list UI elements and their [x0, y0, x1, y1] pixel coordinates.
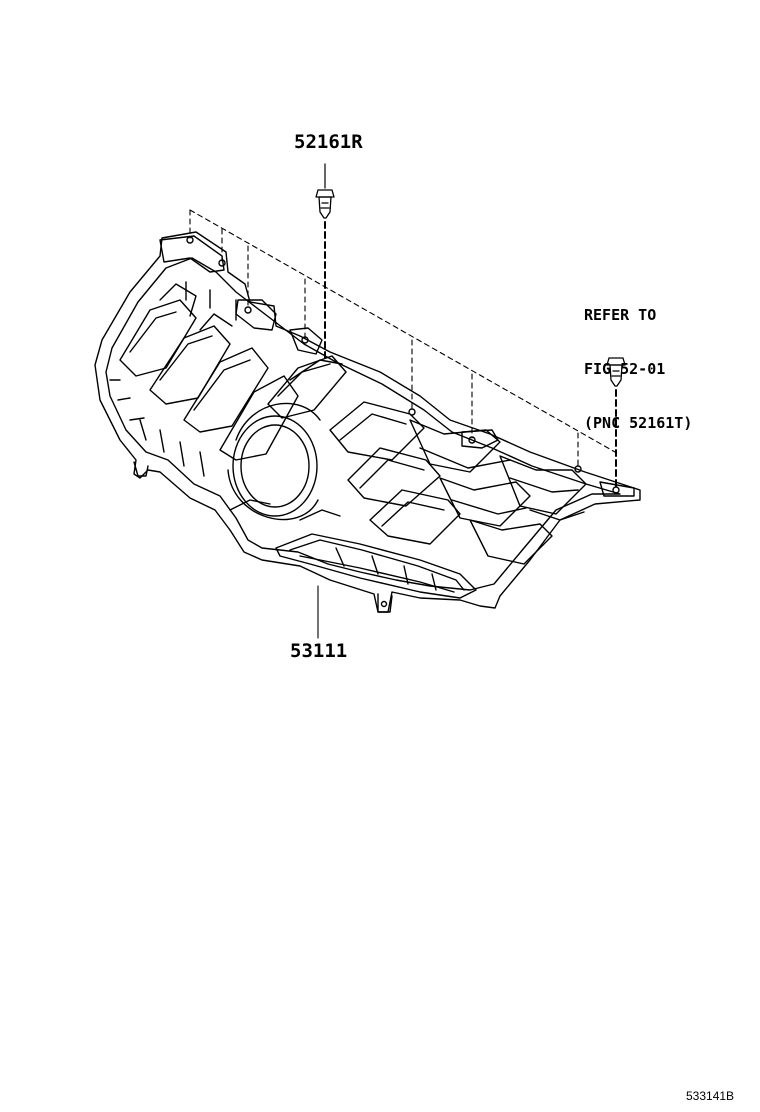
part-number-53111: 53111: [290, 640, 348, 662]
reference-line-1: REFER TO: [584, 306, 657, 324]
reference-line-3: (PNC 52161T): [584, 414, 693, 432]
part-number-52161R: 52161R: [294, 131, 363, 153]
reference-note: REFER TO FIG 52-01 (PNC 52161T): [584, 270, 692, 450]
radiator-grille-53111: [95, 232, 640, 612]
clip-52161T: [607, 358, 625, 488]
mounting-reference-lines: [190, 210, 615, 466]
clip-52161R: [316, 164, 334, 360]
illustration-code: 533141B: [686, 1089, 735, 1103]
reference-line-2: FIG 52-01: [584, 360, 666, 378]
